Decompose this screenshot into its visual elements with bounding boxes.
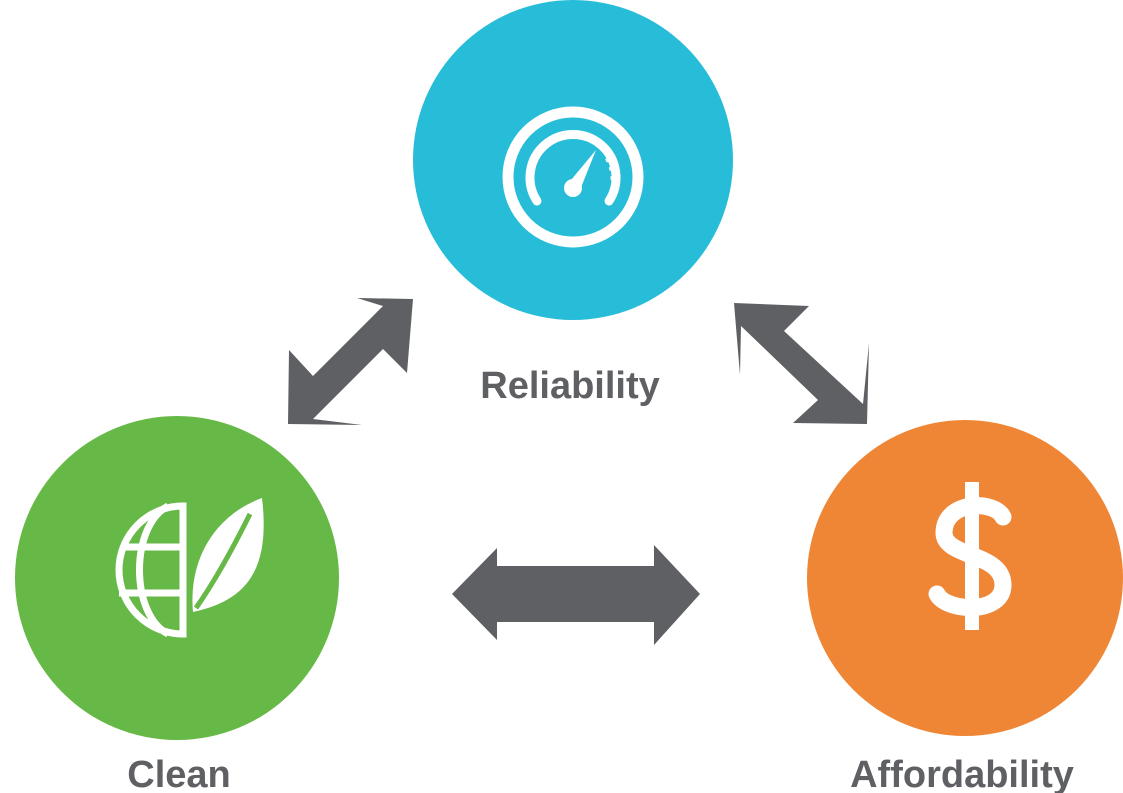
reliability-node: Reliability [413, 0, 733, 407]
affordability-node: Affordability [807, 420, 1123, 793]
gauge-icon [502, 106, 644, 248]
reliability-circle [413, 0, 733, 320]
connectors [288, 298, 869, 645]
arrow-reliability-affordability [734, 303, 869, 424]
affordability-label: Affordability [850, 754, 1074, 793]
dollar-icon [928, 482, 1012, 630]
arrow-clean-affordability [452, 545, 700, 645]
clean-circle [15, 416, 339, 740]
globe-leaf-icon [115, 498, 264, 638]
reliability-label: Reliability [480, 365, 660, 407]
arrow-clean-reliability [288, 298, 413, 425]
clean-label: Clean [127, 754, 230, 793]
clean-node: Clean [15, 416, 339, 793]
